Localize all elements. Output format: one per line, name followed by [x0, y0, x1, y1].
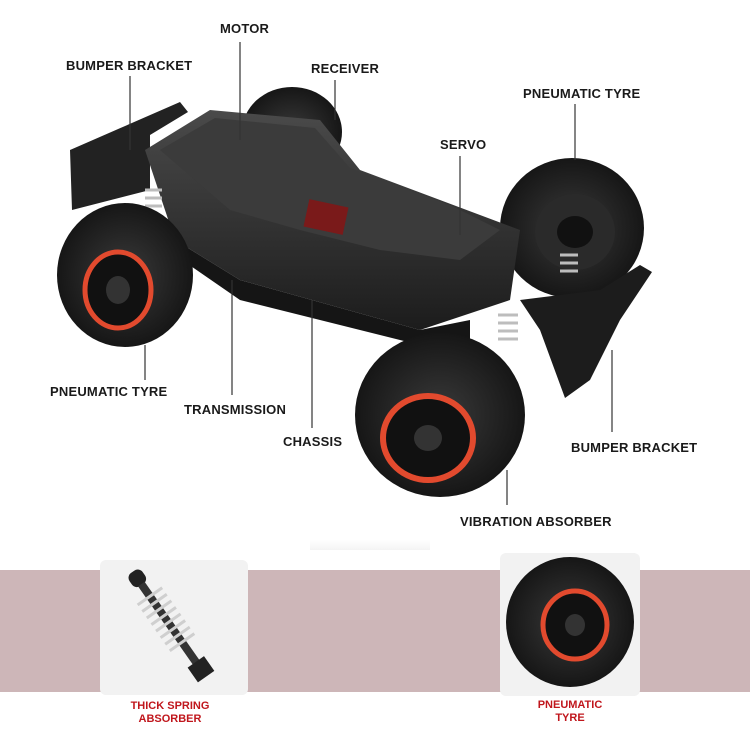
label-transmission: TRANSMISSION [184, 402, 287, 417]
rear-bumper-bracket [70, 102, 188, 210]
shock-absorber-icon [128, 569, 215, 683]
tyre-caption-line1: PNEUMATIC [537, 699, 603, 711]
label-bumper-bracket-bottom: BUMPER BRACKET [571, 440, 698, 455]
tyre-icon [506, 557, 634, 687]
front-left-tyre [355, 333, 525, 497]
chassis-top-plate [160, 118, 500, 260]
spring-absorbers [145, 188, 578, 341]
receiver-board [303, 199, 349, 235]
front-bumper-bracket [520, 265, 652, 398]
leader-lines [129, 42, 613, 505]
rear-left-tyre [57, 203, 193, 347]
label-receiver: RECEIVER [311, 61, 380, 76]
spring-inset-caption: THICK SPRING ABSORBER [110, 700, 230, 726]
label-chassis: CHASSIS [283, 434, 343, 449]
band-highlight-left [310, 540, 430, 550]
front-right-tyre [500, 158, 644, 298]
label-pneumatic-tyre-left: PNEUMATIC TYRE [50, 384, 168, 399]
tyre-caption-line2: TYRE [555, 712, 585, 724]
spring-caption-line1: THICK SPRING [130, 700, 210, 712]
label-pneumatic-tyre-top: PNEUMATIC TYRE [523, 86, 641, 101]
label-vibration-absorber: VIBRATION ABSORBER [460, 514, 612, 529]
label-bumper-bracket-top: BUMPER BRACKET [66, 58, 193, 73]
spring-caption-line2: ABSORBER [138, 713, 202, 725]
tyre-inset-caption: PNEUMATIC TYRE [510, 699, 630, 725]
label-motor: MOTOR [220, 21, 270, 36]
label-servo: SERVO [440, 137, 487, 152]
